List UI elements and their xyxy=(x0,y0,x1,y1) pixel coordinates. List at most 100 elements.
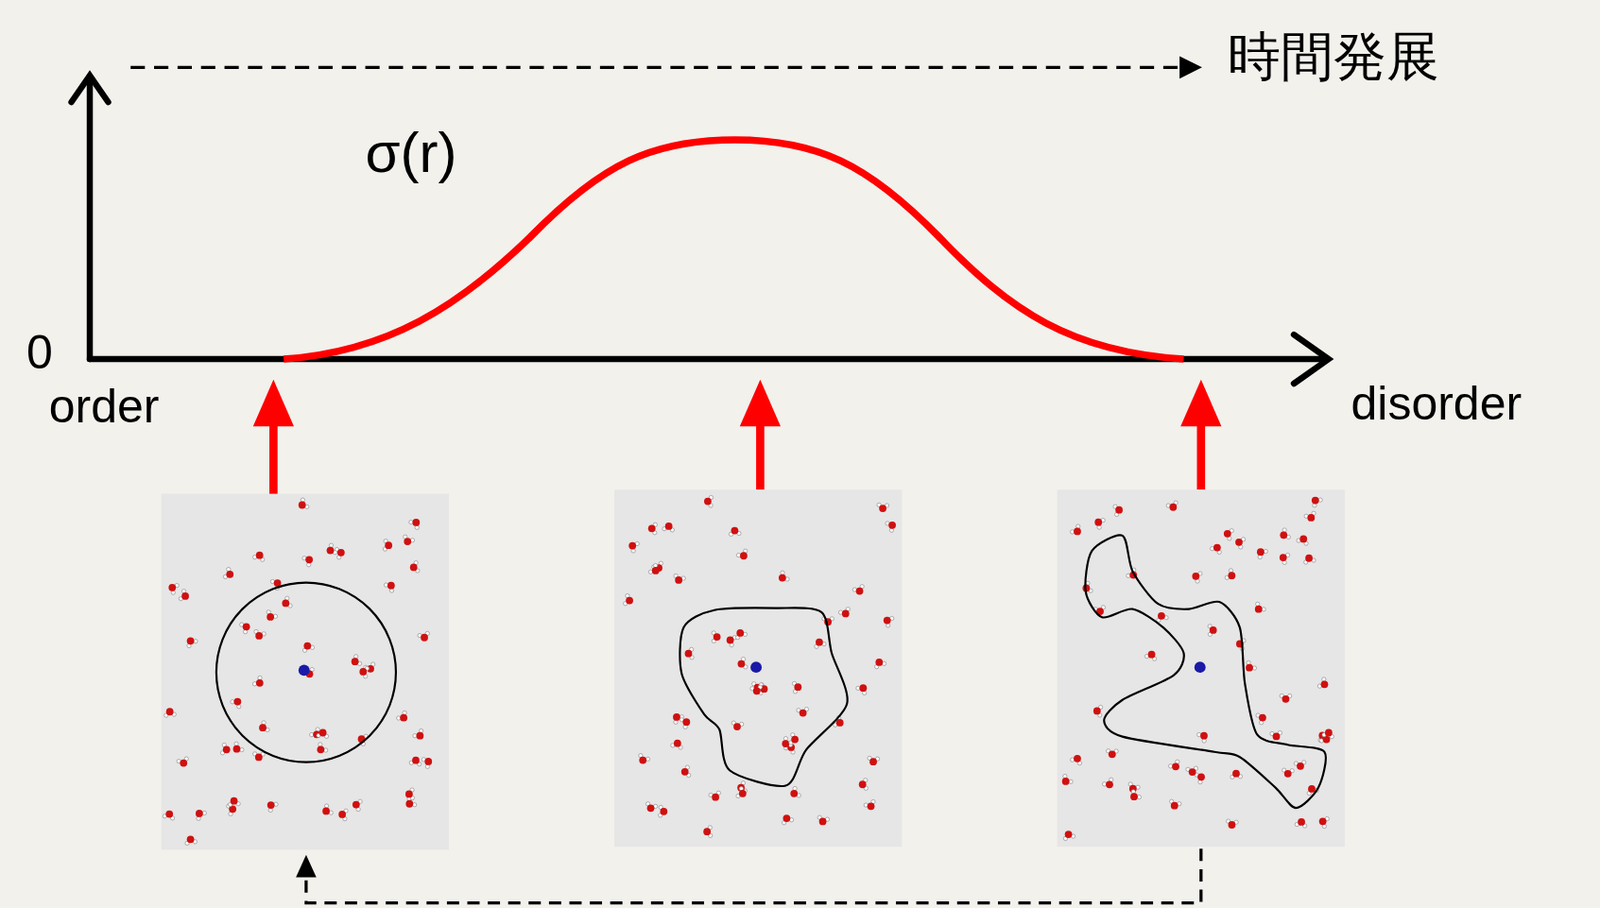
hydrogen-atom xyxy=(309,732,314,737)
time-arrow xyxy=(130,66,1196,69)
water-molecule xyxy=(405,788,415,801)
water-molecule xyxy=(817,815,830,826)
water-molecule xyxy=(409,518,420,530)
oxygen-atom xyxy=(1305,554,1313,563)
water-molecule xyxy=(267,801,278,812)
water-molecule xyxy=(781,736,792,747)
oxygen-atom xyxy=(1284,770,1292,778)
water-molecule xyxy=(383,582,395,593)
oxygen-atom xyxy=(726,636,735,645)
oxygen-atom xyxy=(1065,830,1073,839)
oxygen-atom xyxy=(867,802,876,810)
water-molecule xyxy=(1294,818,1308,828)
water-molecule xyxy=(1093,705,1103,718)
water-molecule xyxy=(1169,799,1182,809)
water-molecule xyxy=(1245,660,1256,671)
hydrogen-atom xyxy=(1101,782,1106,787)
water-molecule xyxy=(1255,602,1266,613)
oxygen-atom xyxy=(1324,728,1333,737)
hydrogen-atom xyxy=(1076,524,1081,529)
oxygen-atom xyxy=(303,642,311,651)
oxygen-atom xyxy=(1319,817,1327,826)
water-molecule xyxy=(672,713,684,724)
hydrogen-atom xyxy=(324,804,328,809)
water-molecule xyxy=(623,593,634,605)
red-arrow-head xyxy=(739,379,781,428)
oxygen-atom xyxy=(869,757,878,766)
oxygen-atom xyxy=(1235,538,1243,547)
hydrogen-atom xyxy=(230,700,235,705)
water-molecule xyxy=(298,498,310,510)
water-molecule xyxy=(738,656,748,669)
oxygen-atom xyxy=(739,790,747,798)
oxygen-atom xyxy=(711,793,720,802)
oxygen-atom xyxy=(316,745,325,754)
water-molecule xyxy=(1070,755,1083,766)
oxygen-atom xyxy=(405,800,413,809)
water-molecule xyxy=(162,810,175,821)
oxygen-atom xyxy=(753,687,761,695)
red-arrow-head xyxy=(1180,379,1222,428)
water-molecule xyxy=(352,799,362,812)
oxygen-atom xyxy=(1062,777,1070,786)
water-molecule xyxy=(859,778,869,792)
water-molecule xyxy=(790,786,801,798)
water-molecule xyxy=(711,631,721,644)
hydrogen-atom xyxy=(1131,790,1136,794)
oxygen-atom xyxy=(859,684,867,692)
oxygen-atom xyxy=(836,719,844,727)
water-molecule xyxy=(1230,770,1243,780)
oxygen-atom xyxy=(387,582,396,590)
oxygen-atom xyxy=(703,827,711,836)
water-molecule xyxy=(1322,728,1335,739)
water-molecule xyxy=(403,534,415,546)
oxygen-atom xyxy=(878,504,887,513)
water-molecule xyxy=(791,681,802,694)
water-molecule xyxy=(233,741,244,753)
oxygen-atom xyxy=(625,597,634,605)
water-molecule xyxy=(410,561,420,574)
water-molecule xyxy=(409,756,422,767)
water-molecule xyxy=(1063,830,1075,841)
water-molecule xyxy=(254,629,266,639)
oxygen-atom xyxy=(859,780,867,789)
oxygen-atom xyxy=(1307,514,1315,522)
oxygen-atom xyxy=(266,613,275,621)
water-molecule xyxy=(322,804,333,815)
water-molecule xyxy=(326,543,338,555)
water-molecule xyxy=(1130,790,1141,801)
hydrogen-atom xyxy=(889,528,894,533)
y-axis xyxy=(86,77,93,360)
oxygen-atom xyxy=(416,732,425,740)
oxygen-atom xyxy=(1130,792,1138,801)
water-molecule xyxy=(252,675,263,687)
water-molecule xyxy=(382,538,393,551)
oxygen-atom xyxy=(648,524,656,533)
red-arrows xyxy=(253,379,1222,503)
water-molecule xyxy=(1304,511,1316,522)
water-molecule xyxy=(412,728,424,740)
water-molecule xyxy=(883,616,895,628)
water-molecule xyxy=(867,756,880,766)
water-molecule xyxy=(223,567,234,579)
water-molecule xyxy=(359,666,369,679)
oxygen-atom xyxy=(1073,755,1082,763)
water-molecule xyxy=(405,796,416,808)
water-molecule xyxy=(252,551,264,563)
oxygen-atom xyxy=(782,814,791,823)
hydrogen-atom xyxy=(1202,739,1206,743)
hydrogen-atom xyxy=(324,748,328,753)
oxygen-atom xyxy=(168,584,176,592)
water-molecule xyxy=(178,589,190,602)
oxygen-atom xyxy=(1169,503,1177,512)
water-molecule xyxy=(703,825,713,839)
oxygen-atom xyxy=(319,729,327,738)
sigma-label: σ(r) xyxy=(365,124,458,182)
hydrogen-atom xyxy=(736,552,740,557)
water-molecule xyxy=(1209,544,1222,555)
oxygen-atom xyxy=(256,679,264,688)
water-molecule xyxy=(351,654,362,667)
oxygen-atom xyxy=(793,683,802,691)
oxygen-atom xyxy=(1279,553,1288,562)
oxygen-atom xyxy=(1209,626,1218,635)
